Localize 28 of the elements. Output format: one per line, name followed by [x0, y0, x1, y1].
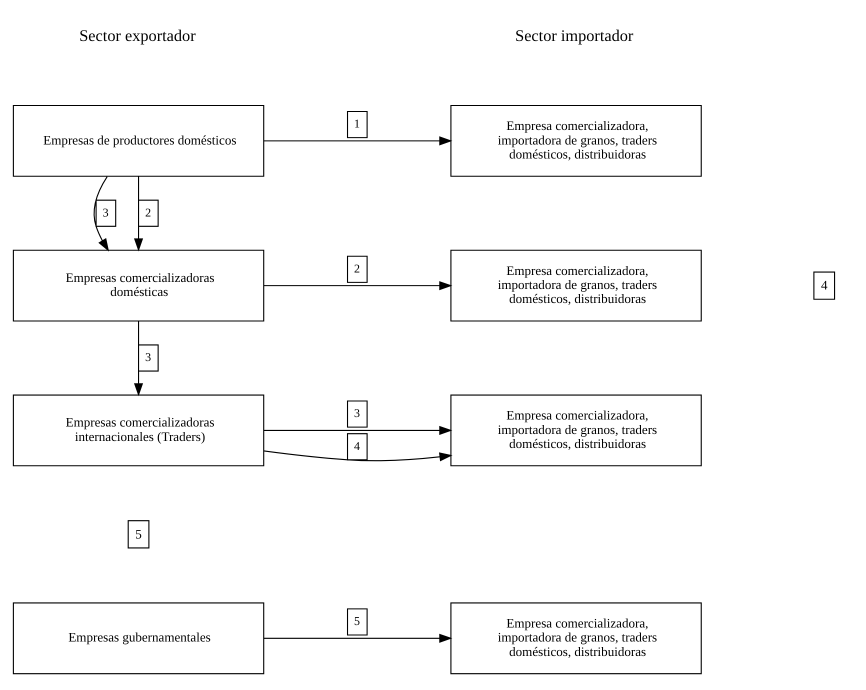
node-box: Empresas de productores domésticos [12, 104, 264, 176]
node-box: Empresa comercializadora, importadora de granos, traders domésticos, distribuidoras [450, 394, 702, 466]
arrow [133, 176, 143, 252]
arrow [263, 450, 452, 461]
node-box: Empresa comercializadora, importadora de granos, traders domésticos, distribuidoras [450, 602, 702, 674]
node-box: Empresa comercializadora, importadora de granos, traders domésticos, distribuidoras [450, 104, 702, 176]
edge-label: 2 [354, 260, 360, 275]
edge-label: 1 [354, 116, 360, 130]
arrow [263, 136, 452, 145]
node-box: Empresa comercializadora, importadora de granos, traders domésticos, distribuidoras [450, 249, 702, 322]
node-box: Empresas gubernamentales [12, 602, 264, 674]
arrow [263, 425, 452, 434]
edge-label: 2 [144, 204, 151, 219]
edge-label: 3 [144, 350, 151, 364]
node-box: Empresas comercializadoras domésticas [12, 249, 264, 322]
edge-label: 3 [354, 406, 360, 420]
label: Sector exportador [78, 25, 196, 44]
arrow [133, 320, 143, 396]
edge-label: 3 [102, 204, 108, 219]
edge-label: 4 [354, 438, 360, 452]
arrow [93, 176, 109, 252]
node-box: Empresas comercializadoras internacionales (Traders) [12, 394, 264, 466]
edge-label: 5 [354, 613, 360, 628]
label: 5 [134, 526, 142, 541]
arrow [263, 633, 452, 642]
arrow [263, 280, 452, 290]
label: 4 [820, 277, 827, 292]
label: Sector importador [514, 25, 633, 44]
